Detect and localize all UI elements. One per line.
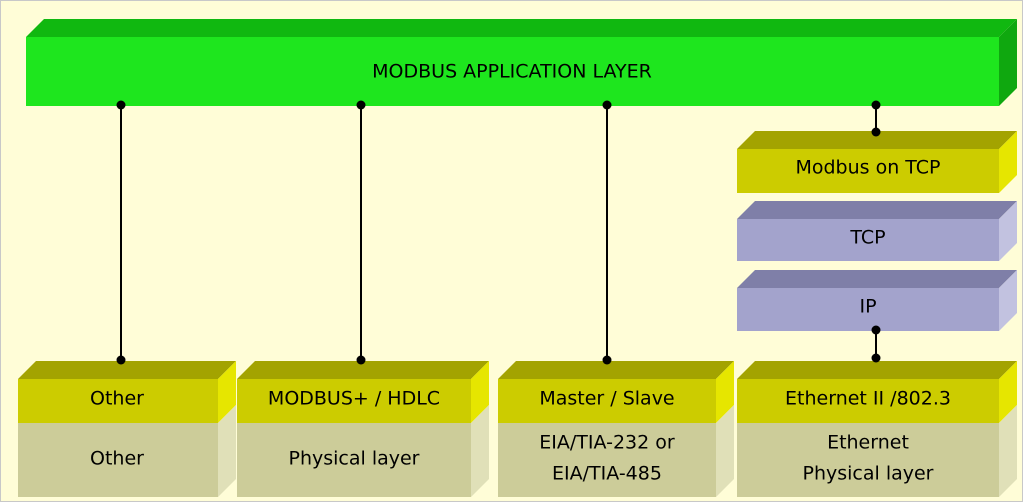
column-master-slave-bottom-label-line2: EIA/TIA-485: [552, 463, 662, 485]
ip-top-face: [737, 270, 1017, 288]
connector-dot-app-tcp-top: [871, 100, 881, 110]
connector-dot-other-top: [116, 100, 126, 110]
column-modbus-plus-bottom-label: Physical layer: [289, 448, 420, 470]
application-layer-block: MODBUS APPLICATION LAYER: [26, 19, 1017, 106]
column-other-top-face: [18, 361, 236, 379]
column-modbus-plus-side-lower: [471, 405, 489, 497]
column-master-slave-top-label: Master / Slave: [539, 388, 674, 410]
column-ethernet-top-face: [737, 361, 1017, 379]
column-other-upper-face: [18, 379, 218, 423]
connector-dot-modbus-plus-top: [356, 100, 366, 110]
ip-label: IP: [859, 296, 876, 318]
connector-dot-other-bottom: [116, 355, 126, 365]
application-layer-label: MODBUS APPLICATION LAYER: [372, 61, 652, 83]
tcp-label: TCP: [849, 227, 885, 249]
tcp-side-face: [999, 201, 1017, 261]
modbus-on-tcp-label: Modbus on TCP: [795, 157, 940, 179]
tcp-front-face: [737, 219, 999, 261]
connector-dot-ethernet-top: [871, 353, 881, 363]
column-ethernet-lower-face: [737, 423, 999, 497]
connector-dot-master-slave-top: [602, 100, 612, 110]
modbus-on-tcp-block: Modbus on TCP: [737, 131, 1017, 193]
column-ethernet-side-upper: [999, 361, 1017, 423]
column-modbus-plus-lower-face: [237, 423, 471, 497]
ip-front-face: [737, 288, 999, 331]
connector-dot-modbus-plus-bottom: [356, 355, 366, 365]
column-master-slave-side-upper: [716, 361, 734, 423]
application-layer-side-face: [999, 19, 1017, 106]
column-ethernet-upper-face: [737, 379, 999, 423]
column-modbus-plus-upper-face: [237, 379, 471, 423]
column-other-top-label: Other: [90, 388, 144, 410]
column-other-side-upper: [218, 361, 236, 423]
application-layer-front-face: [26, 37, 999, 106]
column-master-slave: Master / Slave EIA/TIA-232 or EIA/TIA-48…: [498, 361, 734, 497]
modbus-on-tcp-front-face: [737, 149, 999, 193]
connector-dot-app-tcp-bottom: [871, 127, 881, 137]
column-master-slave-side-lower: [716, 405, 734, 497]
tcp-top-face: [737, 201, 1017, 219]
connector-dot-ip-top: [871, 325, 881, 335]
connectors: [116, 100, 881, 365]
modbus-on-tcp-side-face: [999, 131, 1017, 193]
ip-block: IP: [737, 270, 1017, 331]
column-master-slave-bottom-label-line1: EIA/TIA-232 or: [539, 432, 675, 454]
column-modbus-plus-top-face: [237, 361, 489, 379]
column-other-lower-face: [18, 423, 218, 497]
column-ethernet-top-label: Ethernet II /802.3: [785, 388, 951, 410]
column-master-slave-top-face: [498, 361, 734, 379]
column-modbus-plus-hdlc: MODBUS+ / HDLC Physical layer: [237, 361, 489, 497]
column-other: Other Other: [18, 361, 236, 497]
connector-dot-master-slave-bottom: [602, 355, 612, 365]
modbus-on-tcp-top-face: [737, 131, 1017, 149]
column-master-slave-lower-face: [498, 423, 716, 497]
column-ethernet: Ethernet II /802.3 Ethernet Physical lay…: [737, 361, 1017, 497]
column-other-side-lower: [218, 405, 236, 497]
application-layer-top-face: [26, 19, 1017, 37]
column-ethernet-bottom-label-line2: Physical layer: [803, 463, 934, 485]
column-modbus-plus-top-label: MODBUS+ / HDLC: [268, 388, 440, 410]
column-other-bottom-label: Other: [90, 448, 144, 470]
column-master-slave-upper-face: [498, 379, 716, 423]
column-modbus-plus-side-upper: [471, 361, 489, 423]
column-ethernet-bottom-label-line1: Ethernet: [827, 432, 909, 454]
column-ethernet-side-lower: [999, 405, 1017, 497]
tcp-block: TCP: [737, 201, 1017, 261]
ip-side-face: [999, 270, 1017, 331]
